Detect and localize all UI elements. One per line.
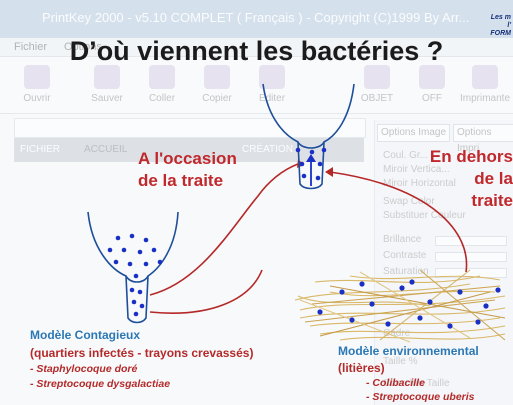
teat-sphincter (125, 275, 149, 283)
ribbon-tabs: FICHIER ACCUEIL CRÉATION (14, 138, 364, 162)
printer-label: Imprimante (459, 93, 510, 104)
contrast-slider[interactable] (435, 252, 507, 262)
tab-options-print[interactable]: Options Impri (453, 124, 513, 154)
label-outside-milking: En dehors de la traite (428, 146, 513, 212)
menu-bar: Fichier Options (0, 38, 513, 57)
litter-bedding (294, 269, 506, 343)
tab-accueil[interactable]: ACCUEIL (84, 144, 128, 155)
paste-label: Coller (148, 93, 176, 104)
copy-button[interactable]: Copier (190, 65, 244, 104)
options-panel: Options Image Options Impri Coul. Gr... … (374, 120, 513, 405)
udder-quarter-healthy (262, 83, 355, 190)
label-during-milking: A l'occasion de la traite (138, 148, 237, 192)
option-row[interactable]: Miroir Horizontal (383, 178, 456, 189)
toolbar: Ouvrir Sauver Coller Copier Editer OBJET… (0, 57, 513, 114)
page-title: D’où viennent les bactéries ? (69, 36, 444, 66)
environmental-species: - Streptocoque uberis (366, 391, 475, 403)
object-button[interactable]: OBJET (350, 65, 404, 104)
save-label: Sauver (91, 93, 123, 104)
tab-creation[interactable]: CRÉATION (242, 144, 293, 155)
option-row[interactable]: Coul. Gr... (383, 150, 429, 161)
environmental-model-heading: Modèle environnemental (338, 344, 479, 358)
option-row: Brillance (383, 234, 422, 245)
option-row[interactable]: Miroir Vertica... (383, 164, 450, 175)
contagious-model-heading: Modèle Contagieux (30, 328, 141, 342)
printer-icon (472, 65, 498, 89)
option-row: Cadre (383, 328, 411, 339)
label-line: En dehors (429, 147, 513, 166)
window-title: PrintKey 2000 - v5.10 COMPLET ( Français… (42, 10, 470, 25)
document-quick-access-bar (14, 118, 366, 138)
copy-icon (204, 65, 230, 89)
contagious-species: - Staphylocoque doré (30, 363, 138, 375)
udder-quarter-infected (87, 211, 179, 324)
object-label: OBJET (360, 93, 394, 104)
tab-fichier[interactable]: FICHIER (20, 144, 60, 155)
logo-line: Les m (490, 14, 511, 21)
copy-label: Copier (202, 93, 232, 104)
environmental-model-detail: (litières) (338, 361, 385, 375)
arrow-during-milking (149, 163, 299, 296)
arrowhead (325, 167, 333, 177)
option-row: Saturation (383, 266, 429, 277)
paste-button[interactable]: Coller (135, 65, 189, 104)
bacteria-dots (107, 147, 501, 329)
save-button[interactable]: Sauver (80, 65, 134, 104)
paste-icon (149, 65, 175, 89)
arrow-outside-milking (329, 171, 468, 273)
menu-item-options[interactable]: Options (64, 41, 102, 53)
contamination-arrows (149, 163, 468, 314)
brightness-slider[interactable] (435, 236, 507, 246)
tab-options-image[interactable]: Options Image (377, 124, 451, 142)
option-row: Taille % (383, 356, 418, 367)
printer-button[interactable]: Imprimante (458, 65, 512, 104)
contagious-species: - Streptocoque dysgalactiae (30, 378, 171, 390)
object-icon (364, 65, 390, 89)
off-button[interactable]: OFF (405, 65, 459, 104)
off-label: OFF (422, 93, 442, 104)
contagious-model-detail: (quartiers infectés - trayons crevassés) (30, 346, 254, 360)
option-row: Contraste (383, 250, 427, 261)
window-title-bar: PrintKey 2000 - v5.10 COMPLET ( Français… (0, 0, 513, 38)
save-icon (94, 65, 120, 89)
option-row: Chercher Taille (383, 378, 450, 389)
edit-label: Editer (258, 93, 286, 104)
open-label: Ouvrir (23, 93, 51, 104)
label-line: de la traite (471, 169, 513, 210)
arrow-contagious-link (149, 269, 263, 314)
logo-line: FORM (490, 30, 511, 37)
logo-line: l' (507, 22, 511, 29)
label-line: de la traite (138, 171, 224, 190)
off-icon (419, 65, 445, 89)
option-row[interactable]: Substituer Couleur (383, 210, 466, 221)
teat-sphincter (297, 141, 325, 149)
label-line: A l'occasion (138, 149, 237, 168)
menu-item-file[interactable]: Fichier (14, 41, 48, 53)
environmental-species: - Colibacille (366, 377, 425, 389)
organization-logo: Les m l' FORM (490, 14, 511, 38)
option-row[interactable]: Swap Color (383, 196, 435, 207)
open-button[interactable]: Ouvrir (10, 65, 64, 104)
ascending-arrowhead (306, 154, 316, 162)
open-icon (24, 65, 50, 89)
